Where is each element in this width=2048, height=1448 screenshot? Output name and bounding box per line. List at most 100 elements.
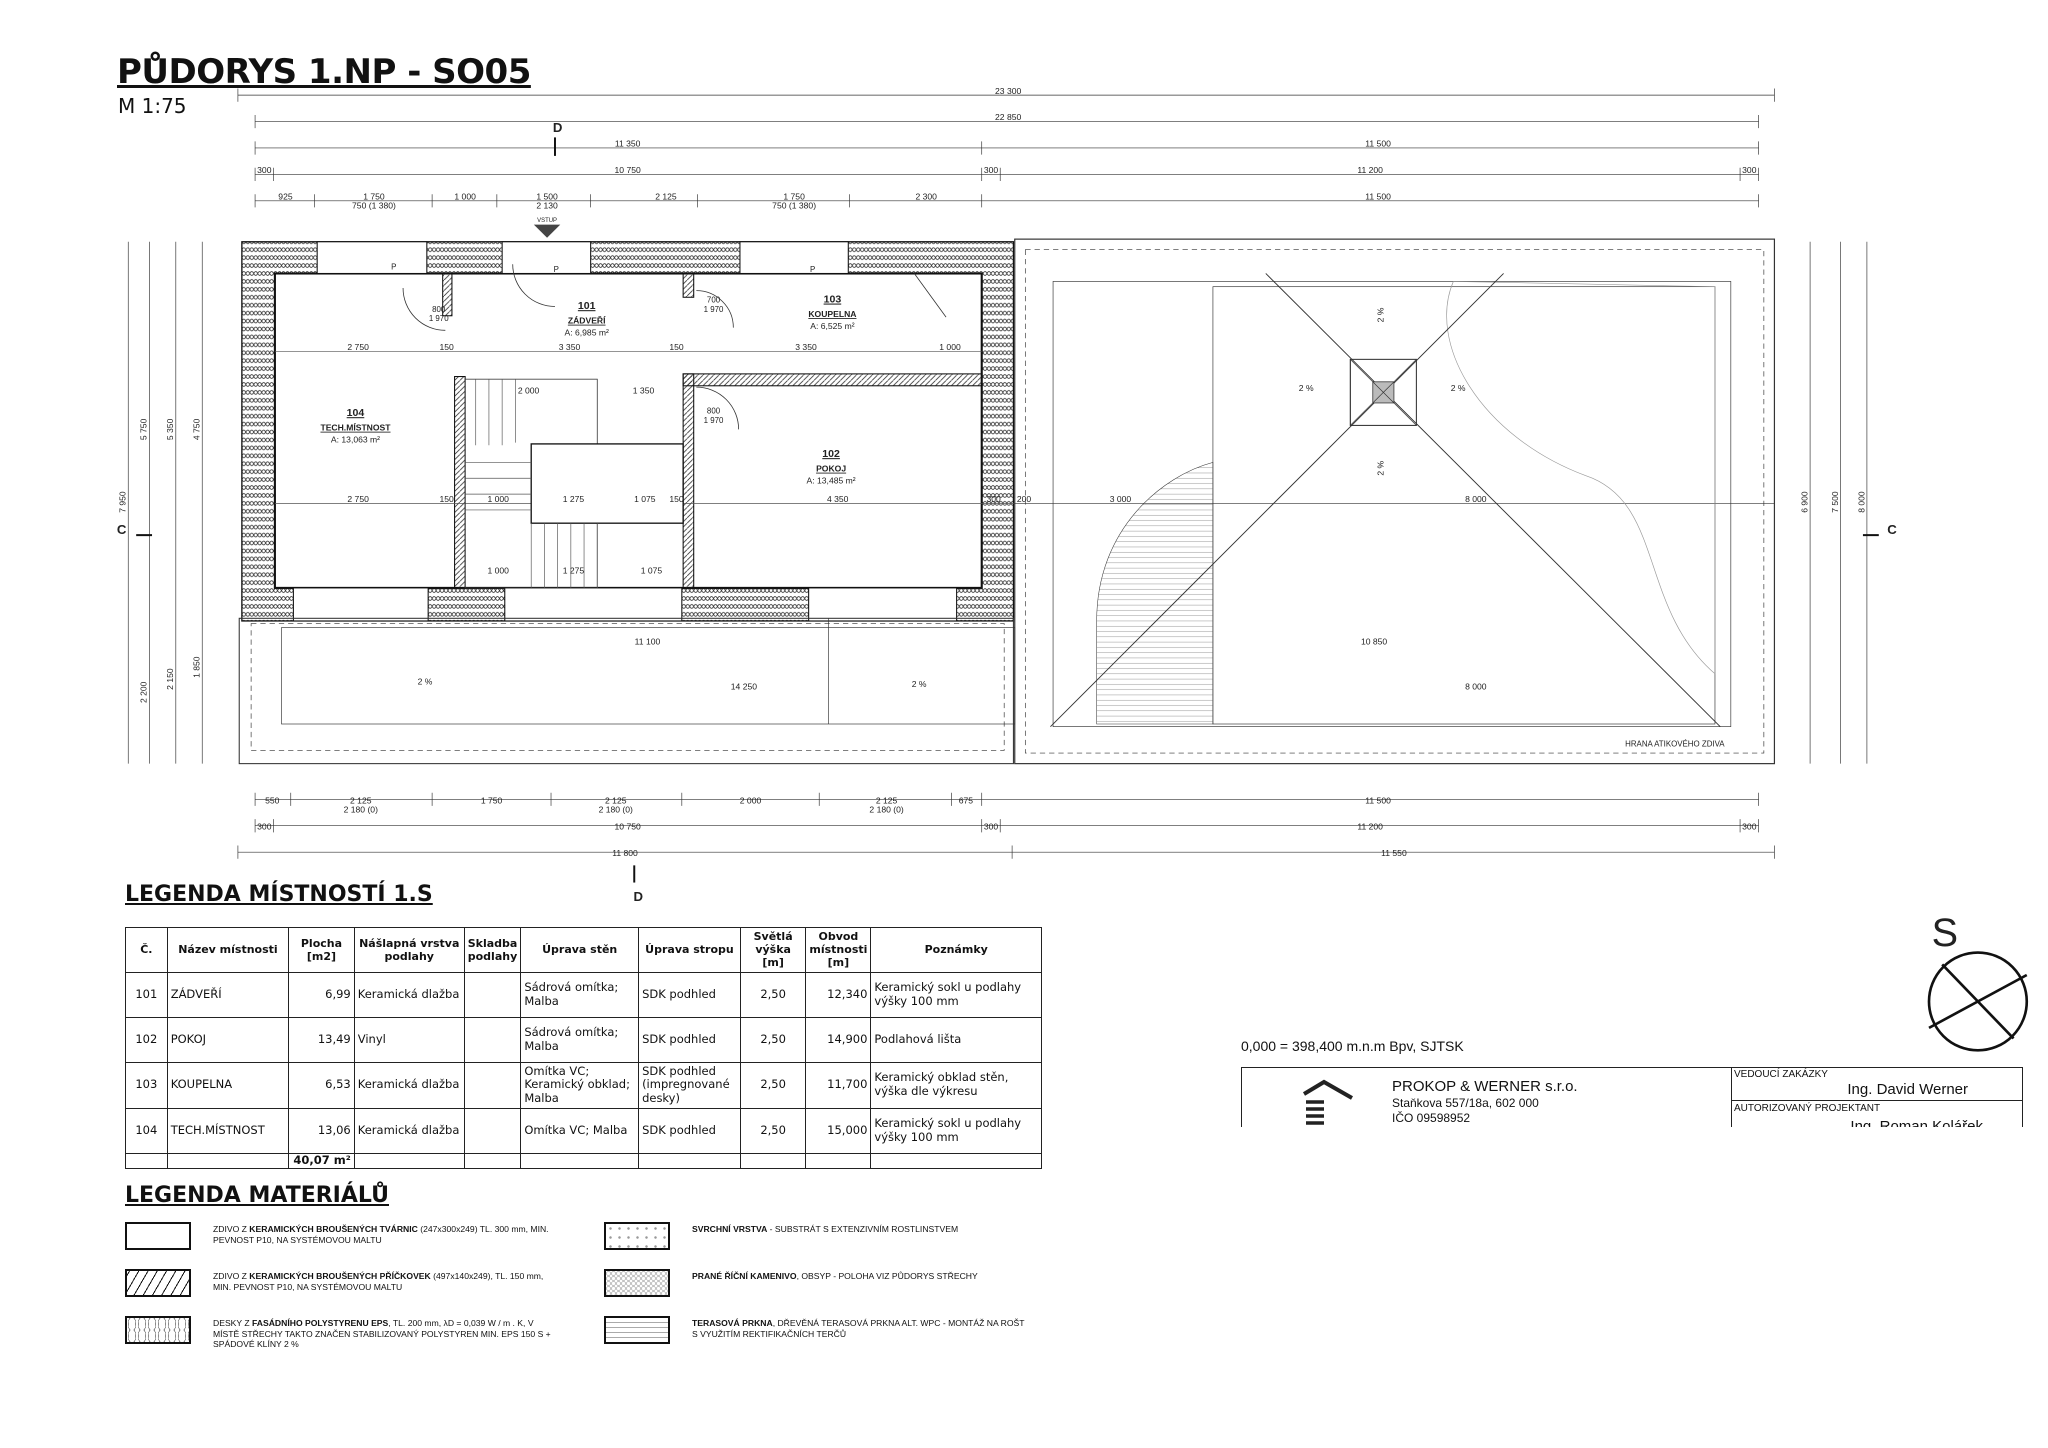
dim-label: 2 750 <box>347 342 369 352</box>
dim-label: 750 (1 380) <box>352 201 396 211</box>
parapet-note: HRANA ATIKOVÉHO ZDIVA <box>1625 739 1725 748</box>
dim-label: 2 125 <box>876 795 898 805</box>
table-cell: Vinyl <box>353 1016 465 1063</box>
table-cell: 6,99 <box>288 971 355 1018</box>
column-header: Plocha [m2] <box>288 927 355 973</box>
table-cell: 6,53 <box>288 1061 355 1109</box>
entrance-label: VSTUP <box>537 218 557 224</box>
table-cell: Omítka VC; Malba <box>520 1107 640 1154</box>
table-cell: Sádrová omítka; Malba <box>520 1016 640 1063</box>
total-area: 40,07 m² <box>288 1152 355 1169</box>
dim-label: 11 500 <box>1365 795 1391 805</box>
dim-label: 1 075 <box>641 565 663 575</box>
dim-label: 10 750 <box>615 165 641 175</box>
section-mark-d-bottom: D <box>633 889 643 904</box>
hatch-swatch-icon <box>125 1316 191 1344</box>
dim-label: 6 900 <box>1799 491 1809 513</box>
hatch-swatch-icon <box>604 1269 670 1297</box>
table-total-row: 40,07 m² <box>125 1152 1042 1169</box>
material-description: TERASOVÁ PRKNA, DŘEVĚNÁ TERASOVÁ PRKNA A… <box>692 1316 1032 1339</box>
text: ZDIVO Z <box>213 1224 250 1234</box>
material-legend-item: SVRCHNÍ VRSTVA - SUBSTRÁT S EXTENZIVNÍM … <box>604 1222 1032 1250</box>
room-number: 101 <box>578 300 596 312</box>
elevation-note: 0,000 = 398,400 m.n.m Bpv, SJTSK <box>1241 1038 1464 1054</box>
dim-label: 2 150 <box>165 668 175 690</box>
material-legend-item: ZDIVO Z KERAMICKÝCH BROUŠENÝCH PŘÍČKOVEK… <box>125 1269 553 1297</box>
dim-label: 2 125 <box>605 795 627 805</box>
dim-label: 150 <box>439 494 454 504</box>
dim-label: 8 000 <box>1856 491 1866 513</box>
room-area: A: 13,485 m² <box>807 476 856 486</box>
dim-label: 8 000 <box>1465 682 1487 692</box>
address: Staňkova 557/18a, 602 000 <box>1392 1096 1539 1110</box>
material-description: SVRCHNÍ VRSTVA - SUBSTRÁT S EXTENZIVNÍM … <box>692 1222 1032 1235</box>
slope-label: 2 % <box>418 676 433 686</box>
dimension-labels: 23 300 22 850 11 350 11 500 300 10 750 3… <box>118 86 1867 858</box>
room-number: 103 <box>824 294 842 306</box>
dim-label: 1 000 <box>487 494 509 504</box>
door-dim: 700 <box>707 296 721 305</box>
table-cell <box>463 1107 522 1154</box>
room-name: POKOJ <box>816 464 846 474</box>
table-cell: SDK podhled <box>638 1016 741 1063</box>
dim-label: 1 350 <box>633 386 655 396</box>
green-roof <box>1014 238 1776 765</box>
table-cell: SDK podhled <box>638 971 741 1018</box>
entrance-arrow-icon <box>533 224 561 238</box>
table-cell: 11,700 <box>805 1061 872 1109</box>
door-dim: 800 <box>432 305 446 314</box>
column-header: Č. <box>125 927 168 973</box>
dim-label: 750 (1 380) <box>772 201 816 211</box>
material-description: ZDIVO Z KERAMICKÝCH BROUŠENÝCH TVÁRNIC (… <box>213 1222 553 1245</box>
dim-label: 1 275 <box>563 494 585 504</box>
table-cell: 104 <box>125 1107 168 1154</box>
section-mark-c-left: C <box>117 522 127 537</box>
dim-label: 925 <box>278 191 293 201</box>
dim-label: 3 350 <box>795 342 817 352</box>
room-101: 101 ZÁDVEŘÍ A: 6,985 m² <box>565 300 609 337</box>
company-id: IČO 09598952 <box>1392 1111 1471 1125</box>
table-cell: Keramický sokl u podlahy výšky 100 mm <box>870 971 1042 1018</box>
dim-label: 3 350 <box>559 342 581 352</box>
door-dim: 1 970 <box>704 416 724 425</box>
dim-label: 1 850 <box>192 656 202 678</box>
column-header: Světlá výška [m] <box>739 927 807 973</box>
section-mark-c-right: C <box>1887 522 1897 537</box>
dim-label: 4 350 <box>827 494 849 504</box>
table-cell: 13,49 <box>288 1016 355 1063</box>
table-cell: Omítka VC; Keramický obklad; Malba <box>520 1061 640 1109</box>
dim-label: 7 500 <box>1830 491 1840 513</box>
table-cell: 2,50 <box>739 1016 807 1063</box>
dim-label: 14 250 <box>731 682 757 692</box>
room-name: KOUPELNA <box>808 309 856 319</box>
room-legend-title: LEGENDA MÍSTNOSTÍ 1.S <box>125 882 433 907</box>
architect-label: AUTORIZOVANÝ PROJEKTANT <box>1734 1103 1881 1114</box>
dim-label: 4 750 <box>192 418 202 440</box>
dim-label: 11 800 <box>612 848 638 858</box>
dim-overall: 23 300 <box>995 86 1021 96</box>
material-description: DESKY Z FASÁDNÍHO POLYSTYRENU EPS, TL. 2… <box>213 1316 553 1350</box>
title-block: PROKOP & WERNER s.r.o. Staňkova 557/18a,… <box>1241 1067 2023 1127</box>
column-header: Poznámky <box>870 927 1042 973</box>
table-cell: 102 <box>125 1016 168 1063</box>
column-header: Obvod místnosti [m] <box>805 927 872 973</box>
door-dim: 800 <box>707 407 721 416</box>
material-name: KERAMICKÝCH BROUŠENÝCH TVÁRNIC <box>249 1224 418 1234</box>
table-cell: 101 <box>125 971 168 1018</box>
north-arrow: S <box>1927 911 2029 1052</box>
table-cell: Podlahová lišta <box>870 1016 1042 1063</box>
dim-label: 11 550 <box>1381 848 1407 858</box>
table-cell: 12,340 <box>805 971 872 1018</box>
material-legend-item: ZDIVO Z KERAMICKÝCH BROUŠENÝCH TVÁRNIC (… <box>125 1222 553 1250</box>
material-description: ZDIVO Z KERAMICKÝCH BROUŠENÝCH PŘÍČKOVEK… <box>213 1269 553 1292</box>
table-cell: Keramická dlažba <box>353 1061 465 1109</box>
slope-label: 2 % <box>912 679 927 689</box>
table-cell: 14,900 <box>805 1016 872 1063</box>
dim-label: 300 <box>1742 822 1757 832</box>
p-mark: P <box>810 265 815 274</box>
room-104: 104 TECH.MÍSTNOST A: 13,063 m² <box>320 407 391 444</box>
dim-label: 2 130 <box>536 201 558 211</box>
table-cell: Keramický obklad stěn, výška dle výkresu <box>870 1061 1042 1109</box>
